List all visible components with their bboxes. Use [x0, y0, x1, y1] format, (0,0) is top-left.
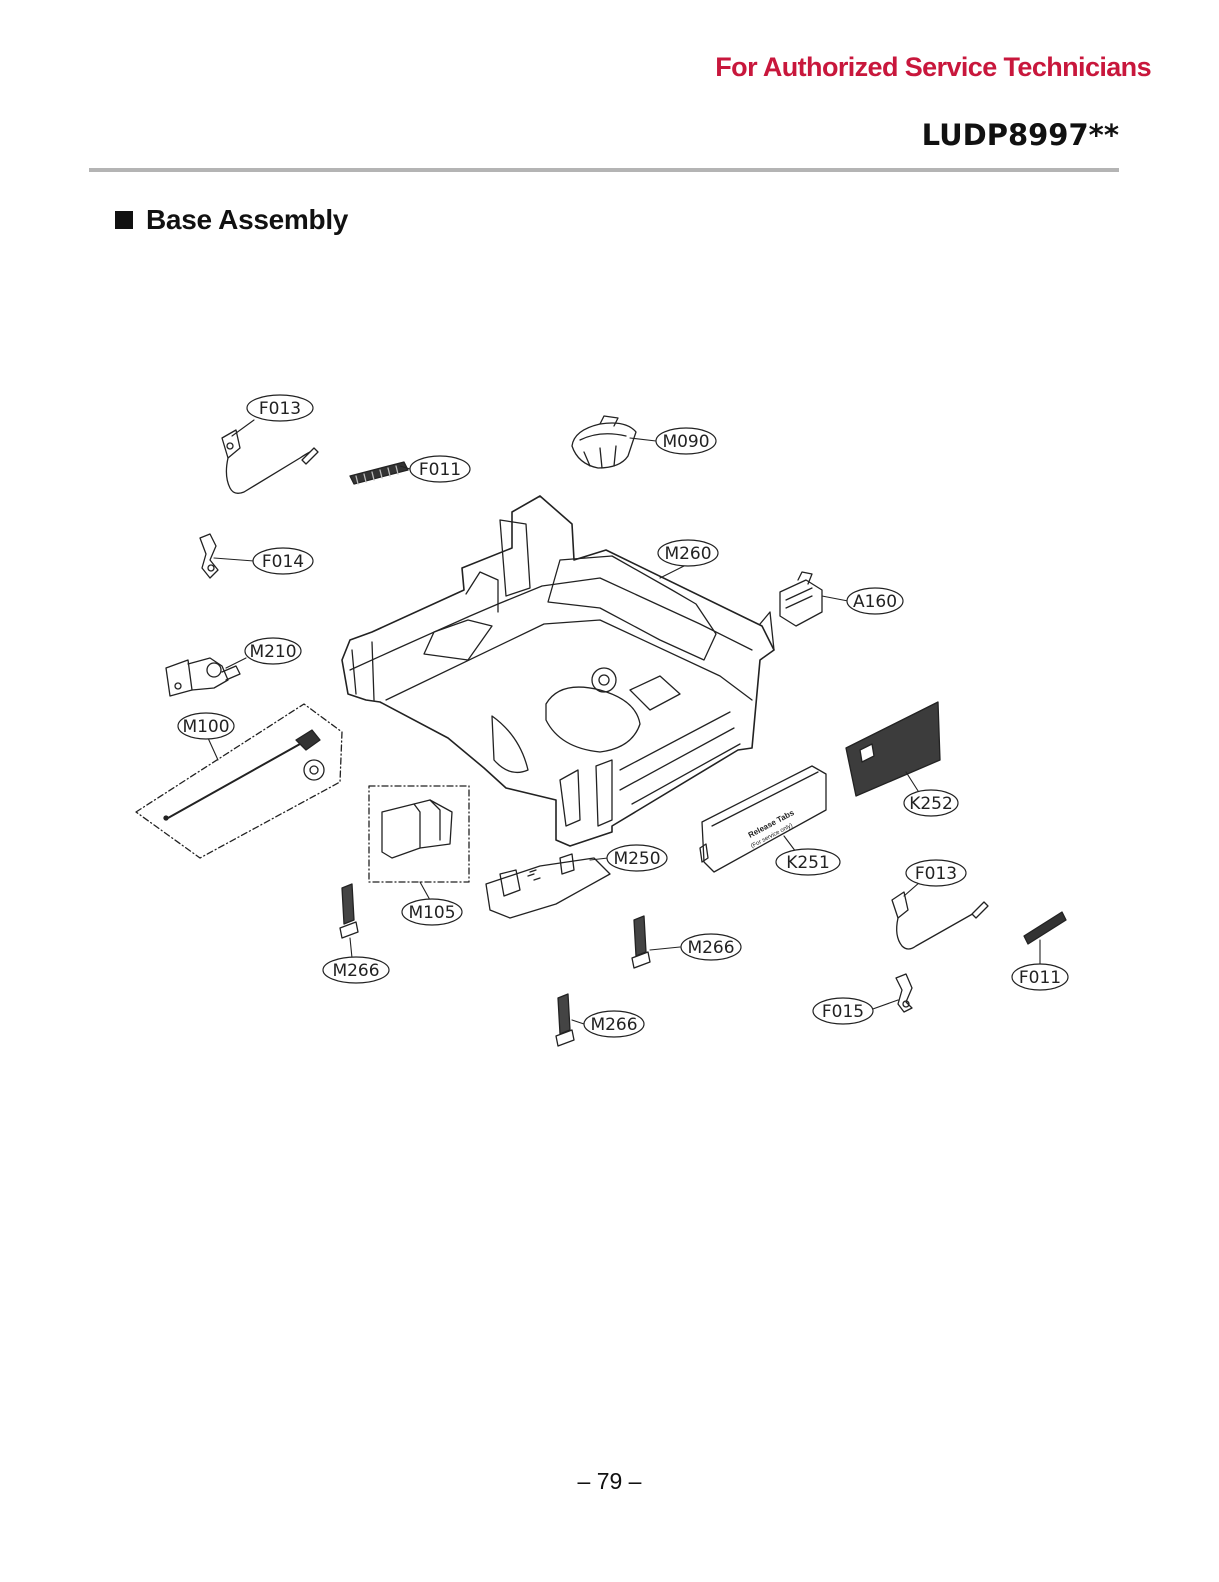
callout-label: F011 — [419, 460, 461, 480]
part-f013-sensor-wire — [222, 430, 318, 493]
part-f015-clip — [896, 974, 912, 1012]
callout-label: F015 — [822, 1002, 864, 1022]
callout-label: F013 — [259, 399, 301, 419]
callout-label: A160 — [853, 592, 897, 612]
callout-label: M266 — [332, 961, 379, 981]
callout-label: F014 — [262, 552, 304, 572]
part-f013-sensor-wire-right — [892, 892, 988, 949]
callout-label: M266 — [687, 938, 734, 958]
part-f011-spring — [350, 462, 408, 484]
callout-label: F013 — [915, 864, 957, 884]
part-m105-group — [369, 786, 469, 882]
part-m266-screw-left — [340, 884, 358, 938]
callout-label: M100 — [182, 717, 229, 737]
part-m100-group — [136, 704, 342, 858]
callout-label: M090 — [662, 432, 709, 452]
callout-label: M105 — [408, 903, 455, 923]
part-f011-spring-right — [1024, 912, 1066, 944]
part-m210-valve — [166, 658, 240, 696]
part-m090 — [572, 416, 636, 468]
callout-label: M210 — [249, 642, 296, 662]
part-f014-clip — [200, 534, 218, 578]
part-a160-sensor — [780, 572, 822, 626]
callout-label: M250 — [613, 849, 660, 869]
part-m266-screw-center — [632, 916, 650, 968]
callout-label: K252 — [909, 794, 953, 814]
page-number: – 79 – — [0, 1468, 1219, 1495]
callout-label: F011 — [1019, 968, 1061, 988]
callout-label: M260 — [664, 544, 711, 564]
part-m266-screw-bottom — [556, 994, 574, 1046]
part-k252-panel — [846, 702, 940, 796]
part-m250-bracket — [486, 854, 610, 918]
callout-label: K251 — [786, 853, 830, 873]
callout-label: M266 — [590, 1015, 637, 1035]
